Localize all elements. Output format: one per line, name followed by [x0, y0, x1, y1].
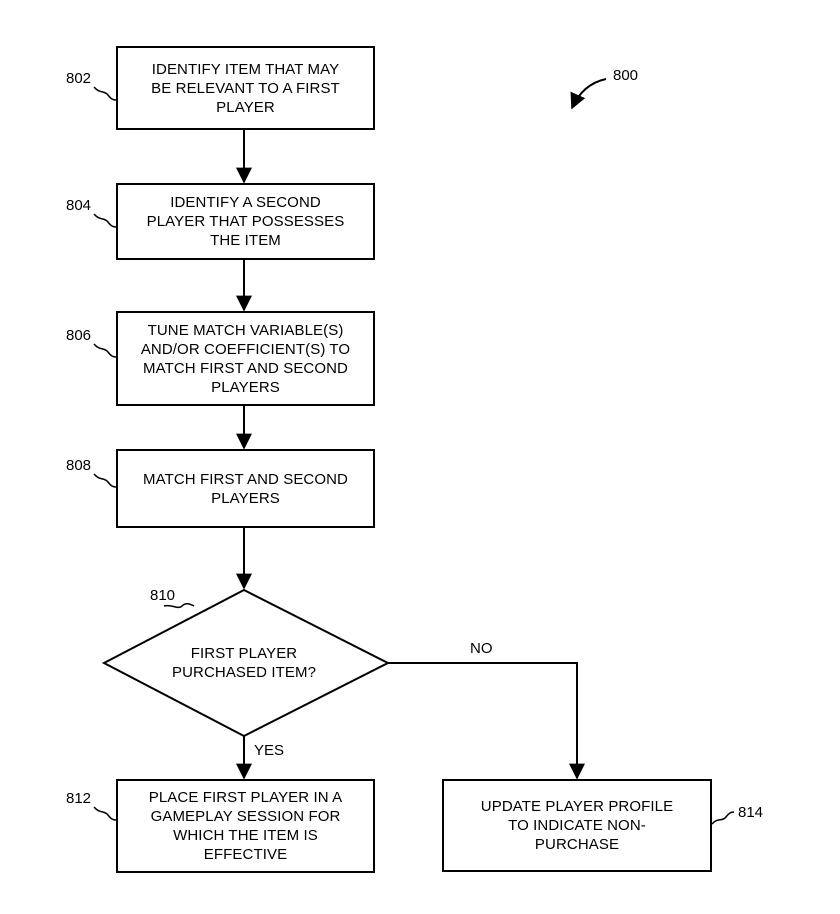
step-box-802: IDENTIFY ITEM THAT MAY BE RELEVANT TO A … — [116, 46, 375, 130]
ref-leader-814 — [711, 811, 735, 825]
decision-text-line: PURCHASED ITEM? — [171, 664, 317, 681]
step-text-line: TUNE MATCH VARIABLE(S) — [147, 321, 344, 339]
figure-number-label: 800 — [613, 67, 639, 84]
ref-leader-810 — [163, 602, 195, 609]
arrow-no-to-814 — [388, 662, 585, 780]
step-box-814: UPDATE PLAYER PROFILE TO INDICATE NON- P… — [442, 779, 712, 872]
step-box-808: MATCH FIRST AND SECOND PLAYERS — [116, 449, 375, 528]
ref-label-808: 808 — [66, 457, 92, 474]
step-box-804: IDENTIFY A SECOND PLAYER THAT POSSESSES … — [116, 183, 375, 260]
ref-label-810: 810 — [150, 587, 176, 604]
step-text-line: PLAYER THAT POSSESSES — [146, 213, 345, 230]
step-text-line: EFFECTIVE — [203, 846, 288, 863]
step-text-line: AND/OR COEFFICIENT(S) TO — [140, 340, 351, 358]
step-text-line: PLACE FIRST PLAYER IN A — [148, 789, 343, 806]
step-box-812: PLACE FIRST PLAYER IN A GAMEPLAY SESSION… — [116, 779, 375, 873]
ref-label-814: 814 — [738, 804, 764, 821]
step-text-line: PURCHASE — [534, 836, 620, 853]
edge-label-no: NO — [470, 640, 493, 657]
step-text-line: BE RELEVANT TO A FIRST — [151, 79, 340, 97]
step-text-line: PLAYER — [216, 98, 275, 116]
ref-label-802: 802 — [66, 70, 92, 87]
decision-text-810: FIRST PLAYER PURCHASED ITEM? — [154, 640, 334, 686]
step-box-806: TUNE MATCH VARIABLE(S) AND/OR COEFFICIEN… — [116, 311, 375, 406]
ref-leader-802 — [93, 86, 117, 101]
ref-label-812: 812 — [66, 790, 92, 807]
step-text-line: THE ITEM — [210, 232, 281, 249]
step-text-line: PLAYERS — [211, 378, 280, 396]
ref-leader-804 — [93, 213, 117, 228]
step-text-line: UPDATE PLAYER PROFILE — [480, 798, 674, 815]
ref-label-806: 806 — [66, 327, 92, 344]
step-text-line: GAMEPLAY SESSION FOR — [150, 808, 341, 825]
ref-leader-808 — [93, 473, 117, 488]
step-text-line: MATCH FIRST AND SECOND — [143, 359, 348, 377]
step-text-line: PLAYERS — [211, 489, 280, 507]
ref-label-804: 804 — [66, 197, 92, 214]
figure-pointer-arrow — [570, 78, 607, 110]
step-text-line: MATCH FIRST AND SECOND — [143, 470, 348, 488]
step-text-line: IDENTIFY A SECOND — [170, 194, 321, 211]
step-text-line: TO INDICATE NON- — [508, 817, 646, 834]
ref-leader-812 — [93, 806, 117, 821]
step-text-line: WHICH THE ITEM IS — [173, 827, 318, 844]
ref-leader-806 — [93, 343, 117, 358]
decision-text-line: FIRST PLAYER — [190, 645, 298, 662]
step-text-line: IDENTIFY ITEM THAT MAY — [151, 60, 340, 78]
edge-label-yes: YES — [254, 742, 285, 759]
